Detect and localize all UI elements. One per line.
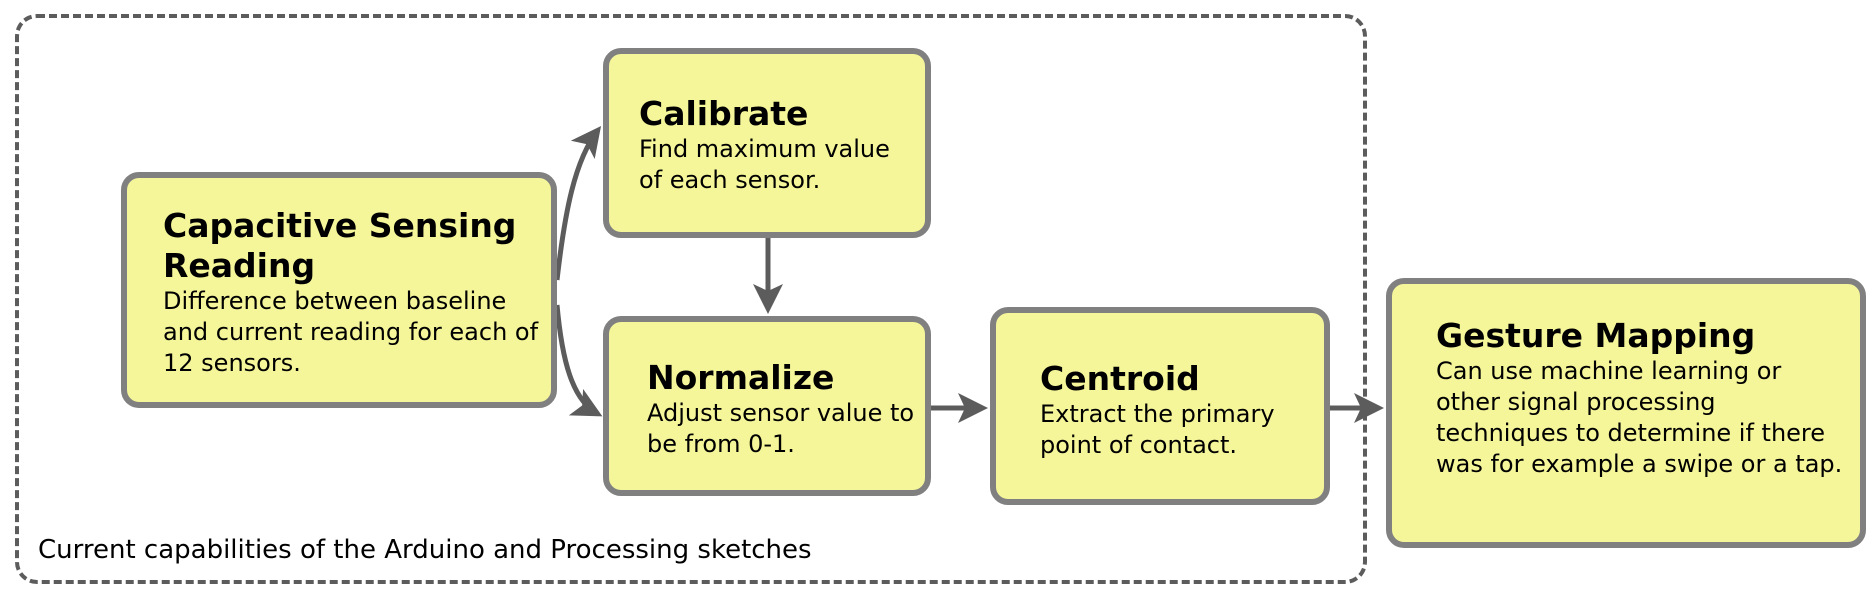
node-title: Calibrate xyxy=(639,94,809,133)
node-title: Normalize xyxy=(647,358,835,397)
node-description: Difference between baseline and current … xyxy=(163,287,539,377)
node-title: Gesture Mapping xyxy=(1436,316,1756,355)
node-title: Centroid xyxy=(1040,359,1200,398)
node-description: Can use machine learning or other signal… xyxy=(1436,357,1843,478)
node-capacitive-sensing-reading: Capacitive Sensing Reading Difference be… xyxy=(121,172,557,408)
arrow-capacitive-to-normalize xyxy=(554,304,603,417)
capabilities-group-border xyxy=(15,14,1367,584)
node-description: Find maximum value of each sensor. xyxy=(639,135,890,194)
node-centroid: Centroid Extract the primary point of co… xyxy=(990,307,1330,505)
node-title: Capacitive Sensing Reading xyxy=(163,206,517,285)
node-description: Adjust sensor value to be from 0-1. xyxy=(647,399,915,458)
node-normalize: Normalize Adjust sensor value to be from… xyxy=(603,316,931,496)
arrow-capacitive-to-calibrate xyxy=(554,126,602,281)
node-description: Extract the primary point of contact. xyxy=(1040,400,1275,459)
node-gesture-mapping: Gesture Mapping Can use machine learning… xyxy=(1386,278,1866,548)
group-caption: Current capabilities of the Arduino and … xyxy=(38,535,812,565)
node-calibrate: Calibrate Find maximum value of each sen… xyxy=(603,48,931,238)
